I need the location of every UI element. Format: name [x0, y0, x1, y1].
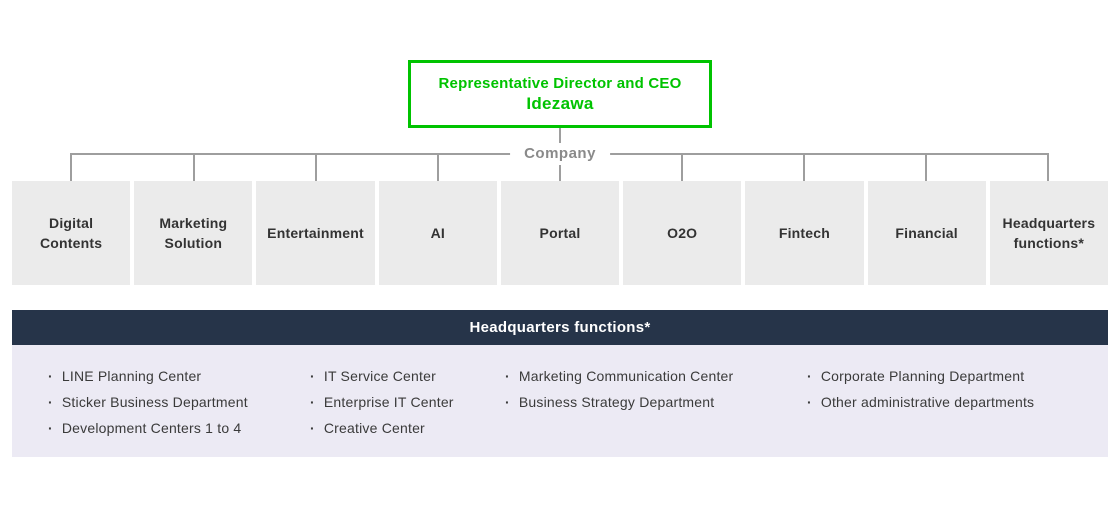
bullet-icon: · [48, 368, 53, 384]
list-item: · Corporate Planning Department [807, 363, 1034, 389]
dept-box-financial: Financial [867, 181, 986, 285]
bullet-icon: · [48, 394, 53, 410]
hq-list-column-3: · Marketing Communication Center · Busines… [505, 363, 733, 415]
list-item-label: Creative Center [323, 420, 425, 436]
connector-stub [193, 153, 195, 182]
dept-box-fintech: Fintech [745, 181, 864, 285]
hq-functions-panel: · LINE Planning Center · Sticker Business … [12, 345, 1108, 457]
list-item-label: Corporate Planning Department [820, 368, 1025, 384]
dept-box-o2o: O2O [623, 181, 742, 285]
hq-list-column-4: · Corporate Planning Department · Other ad… [807, 363, 1034, 415]
ceo-title: Representative Director and CEO [438, 74, 682, 92]
bullet-icon: · [310, 394, 315, 410]
ceo-name: Idezawa [526, 93, 594, 113]
hq-functions-title: Headquarters functions* [469, 319, 651, 336]
connector-stub [315, 153, 317, 182]
bullet-icon: · [310, 420, 315, 436]
list-item-label: Business Strategy Department [518, 394, 715, 410]
list-item: · Development Centers 1 to 4 [48, 415, 248, 441]
list-item: · Marketing Communication Center [505, 363, 733, 389]
list-item-label: Development Centers 1 to 4 [61, 420, 242, 436]
list-item-label: Other administrative departments [820, 394, 1035, 410]
dept-box-digital-contents: Digital Contents [12, 181, 131, 285]
list-item: · Business Strategy Department [505, 389, 733, 415]
dept-box-ai: AI [378, 181, 497, 285]
list-item-label: Sticker Business Department [61, 394, 248, 410]
bullet-icon: · [505, 368, 510, 384]
list-item-label: IT Service Center [323, 368, 436, 384]
ceo-node: Representative Director and CEO Idezawa [408, 60, 712, 128]
department-row: Digital Contents Marketing Solution Ente… [12, 181, 1108, 285]
connector-stub [681, 153, 683, 182]
hq-list-column-1: · LINE Planning Center · Sticker Business … [48, 363, 248, 441]
list-item: · IT Service Center [310, 363, 454, 389]
bullet-icon: · [505, 394, 510, 410]
connector-stub [1047, 153, 1049, 182]
list-item-label: Marketing Communication Center [518, 368, 734, 384]
dept-box-headquarters-functions: Headquarters functions* [989, 181, 1108, 285]
dept-box-entertainment: Entertainment [256, 181, 375, 285]
hq-functions-header: Headquarters functions* [12, 310, 1108, 345]
bullet-icon: · [48, 420, 53, 436]
list-item: · Enterprise IT Center [310, 389, 454, 415]
list-item: · LINE Planning Center [48, 363, 248, 389]
connector-stub [803, 153, 805, 182]
list-item: · Sticker Business Department [48, 389, 248, 415]
dept-box-marketing-solution: Marketing Solution [134, 181, 253, 285]
bullet-icon: · [807, 368, 812, 384]
list-item-label: LINE Planning Center [61, 368, 202, 384]
bullet-icon: · [807, 394, 812, 410]
connector-stub [70, 153, 72, 182]
company-label: Company [510, 143, 610, 165]
connector-stub [925, 153, 927, 182]
connector-stub [437, 153, 439, 182]
dept-box-portal: Portal [500, 181, 620, 285]
list-item: · Creative Center [310, 415, 454, 441]
hq-list-column-2: · IT Service Center · Enterprise IT Center… [310, 363, 454, 441]
list-item: · Other administrative departments [807, 389, 1034, 415]
connector-stub [559, 153, 561, 182]
list-item-label: Enterprise IT Center [323, 394, 454, 410]
bullet-icon: · [310, 368, 315, 384]
